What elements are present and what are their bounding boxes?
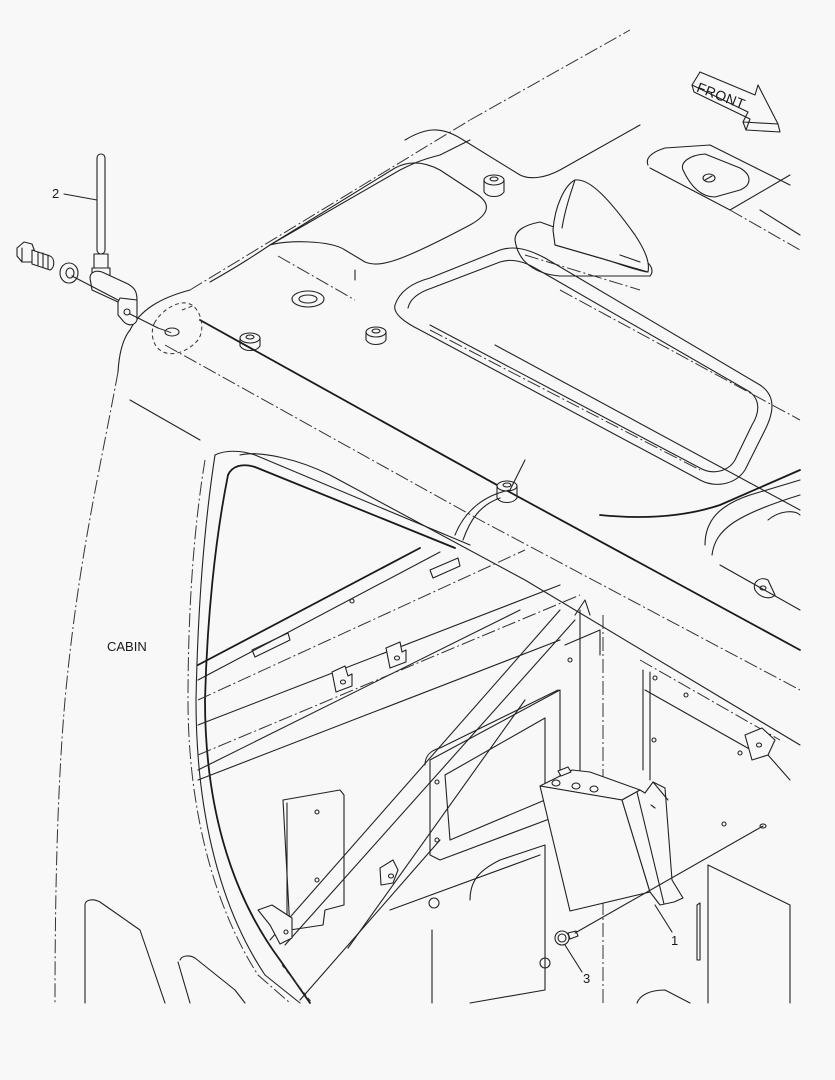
cabin-label: CABIN	[107, 639, 147, 654]
callout-3: 3	[583, 971, 591, 986]
callout-1: 1	[671, 933, 679, 948]
callout-2: 2	[52, 186, 60, 201]
antenna-rod-icon	[96, 153, 106, 255]
front-arrow-icon	[691, 71, 781, 133]
